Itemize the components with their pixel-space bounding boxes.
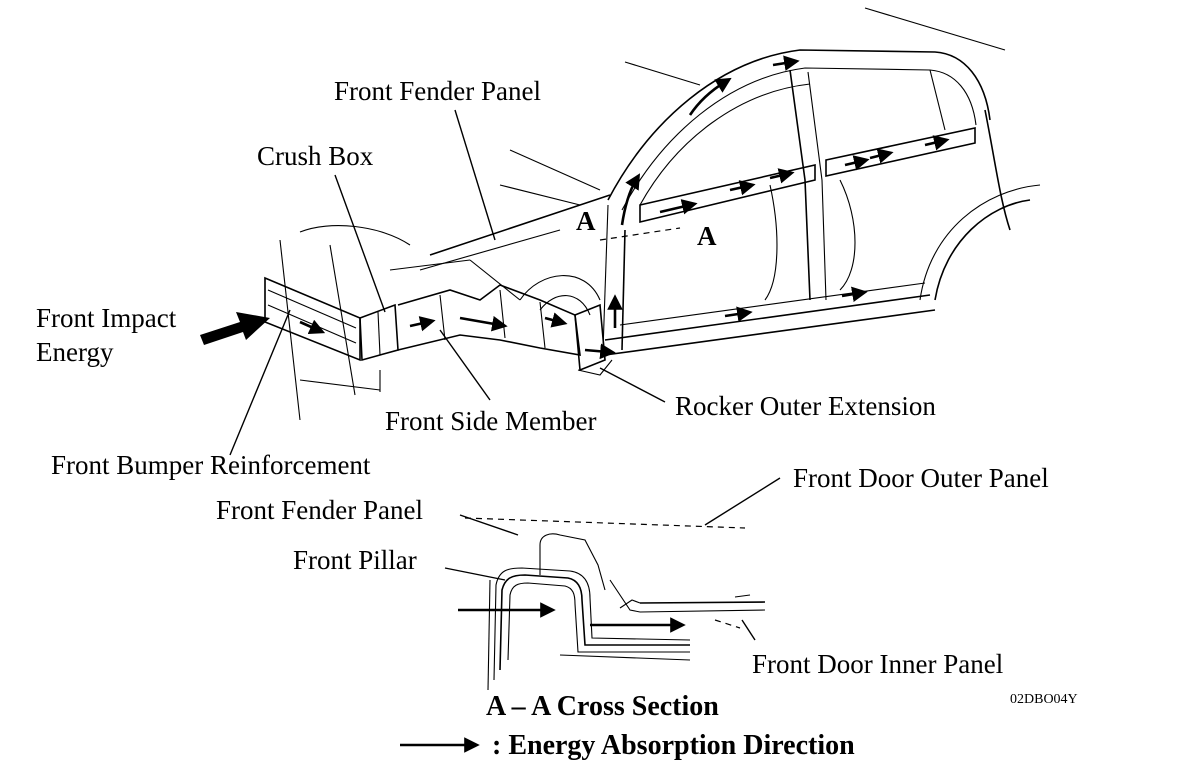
flow-arrow bbox=[841, 286, 868, 302]
car-body-outline bbox=[264, 7, 1041, 421]
section-title: A – A Cross Section bbox=[486, 691, 719, 722]
label-front-fender-panel-section: Front Fender Panel bbox=[216, 495, 423, 525]
flow-arrow bbox=[459, 315, 508, 332]
label-front-impact-line1: Front Impact bbox=[36, 303, 177, 333]
flow-arrow bbox=[299, 319, 326, 334]
flow-arrow bbox=[772, 55, 800, 71]
flow-arrow bbox=[844, 155, 870, 171]
flow-arrow bbox=[409, 316, 436, 332]
label-front-door-inner-panel: Front Door Inner Panel bbox=[752, 649, 1003, 679]
flow-arrow bbox=[584, 343, 616, 360]
leader-lines bbox=[229, 109, 666, 456]
section-marker-right: A bbox=[697, 221, 717, 251]
label-front-door-outer-panel: Front Door Outer Panel bbox=[793, 463, 1049, 493]
flow-arrow bbox=[724, 306, 753, 322]
section-marker-left: A bbox=[576, 206, 596, 236]
flow-arrow bbox=[688, 77, 732, 116]
flow-arrow bbox=[924, 135, 950, 151]
flow-arrow bbox=[869, 148, 894, 164]
flow-arrow bbox=[620, 173, 641, 226]
label-front-pillar: Front Pillar bbox=[293, 545, 417, 575]
label-rocker-outer-extension: Rocker Outer Extension bbox=[675, 391, 936, 421]
section-line-a-a bbox=[599, 227, 681, 241]
section-leader-lines bbox=[444, 477, 781, 641]
legend-text: : Energy Absorption Direction bbox=[492, 730, 855, 761]
flow-arrow bbox=[769, 168, 795, 184]
label-front-impact-line2: Energy bbox=[36, 337, 114, 367]
cross-section-drawing bbox=[464, 517, 766, 691]
flow-arrow bbox=[729, 180, 756, 196]
label-crush-box: Crush Box bbox=[257, 141, 374, 171]
legend: : Energy Absorption Direction bbox=[400, 730, 855, 761]
front-impact-arrow-icon bbox=[200, 312, 270, 345]
figure-code: 02DBO04Y bbox=[1010, 692, 1078, 707]
flow-arrow bbox=[544, 312, 568, 328]
label-front-bumper-reinforcement: Front Bumper Reinforcement bbox=[51, 450, 371, 480]
label-front-fender-panel: Front Fender Panel bbox=[334, 76, 541, 106]
energy-flow-arrows bbox=[299, 55, 950, 360]
flow-arrow bbox=[659, 199, 698, 215]
label-front-side-member: Front Side Member bbox=[385, 406, 596, 436]
